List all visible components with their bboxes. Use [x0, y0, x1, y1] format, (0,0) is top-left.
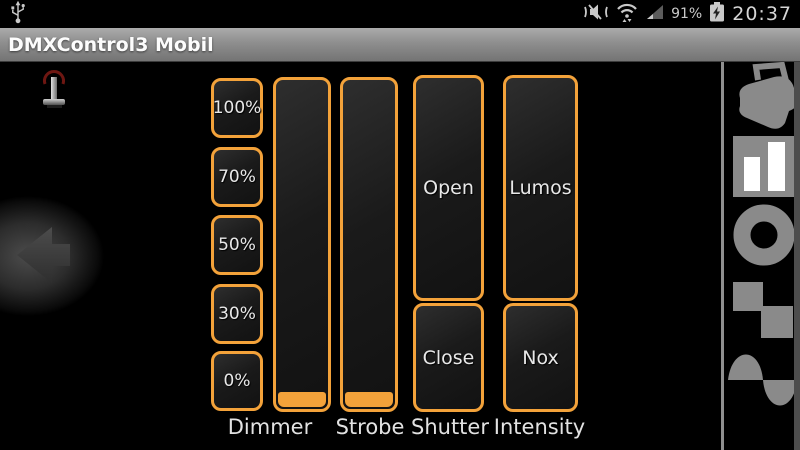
dimmer-column-label: Dimmer: [227, 415, 313, 439]
shutter-open-button[interactable]: Open: [413, 75, 484, 301]
vibrate-mute-icon: [583, 2, 609, 26]
toolbar-scrollbar[interactable]: [794, 62, 800, 450]
clock-label: 20:37: [732, 3, 792, 25]
intensity-column-label: Intensity: [493, 415, 586, 439]
toolbar-item-faders[interactable]: [733, 136, 794, 197]
shutter-close-button[interactable]: Close: [413, 303, 484, 412]
battery-percent-label: 91%: [671, 6, 703, 22]
dimmer-preset-0[interactable]: 0%: [211, 351, 263, 411]
squares-icon: [731, 282, 795, 343]
dimmer-preset-30[interactable]: 30%: [211, 284, 263, 344]
android-status-bar: 91% 20:37: [0, 0, 800, 28]
toolbar-item-effects[interactable]: [726, 342, 800, 416]
usb-icon: [8, 0, 28, 28]
app-title-bar: DMXControl3 Mobil: [0, 28, 800, 62]
strobe-column-label: Strobe: [335, 415, 405, 439]
toolbar-item-scenes[interactable]: [731, 281, 795, 339]
dimmer-fader-fill: [278, 392, 326, 407]
intensity-nox-button[interactable]: Nox: [503, 303, 578, 412]
app-title: DMXControl3 Mobil: [8, 33, 214, 56]
dimmer-fader[interactable]: [273, 77, 331, 412]
dimmer-preset-50[interactable]: 50%: [211, 215, 263, 275]
moving-head-icon: [730, 61, 798, 138]
bar-chart-icon: [733, 142, 794, 201]
dimmer-preset-70[interactable]: 70%: [211, 147, 263, 207]
sine-wave-icon: [726, 354, 800, 420]
signal-strength-icon: [645, 3, 665, 25]
toolbar-item-moving-head[interactable]: [730, 61, 798, 134]
donut-icon: [733, 204, 795, 271]
battery-charging-icon: [708, 1, 726, 27]
fixture-pin-icon: [40, 68, 68, 116]
shutter-column-label: Shutter: [411, 415, 489, 439]
strobe-fader[interactable]: [340, 77, 398, 412]
wifi-icon: [615, 1, 639, 27]
strobe-fader-fill: [345, 392, 393, 407]
intensity-lumos-button[interactable]: Lumos: [503, 75, 578, 301]
toolbar-divider: [721, 62, 724, 450]
toolbar-item-wheel[interactable]: [733, 203, 795, 267]
back-arrow-button[interactable]: [15, 224, 73, 290]
dimmer-preset-100[interactable]: 100%: [211, 78, 263, 138]
